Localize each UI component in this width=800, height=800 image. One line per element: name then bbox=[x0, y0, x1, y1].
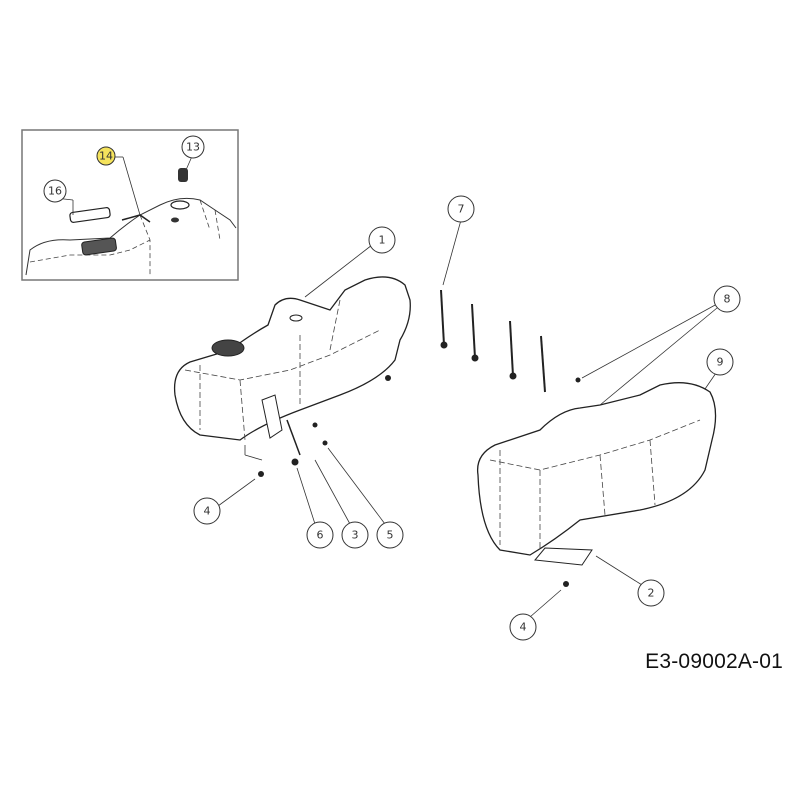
svg-text:9: 9 bbox=[717, 356, 724, 369]
svg-text:8: 8 bbox=[724, 293, 731, 306]
svg-text:13: 13 bbox=[186, 141, 200, 154]
svg-text:5: 5 bbox=[387, 529, 394, 542]
svg-text:3: 3 bbox=[352, 529, 359, 542]
svg-text:4: 4 bbox=[520, 621, 527, 634]
hardware bbox=[258, 422, 328, 477]
inset-detail bbox=[21, 129, 239, 281]
callout-7[interactable]: 7 bbox=[447, 195, 475, 223]
svg-text:6: 6 bbox=[317, 529, 324, 542]
callout-13[interactable]: 13 bbox=[181, 135, 205, 159]
rods-part-7 bbox=[440, 289, 546, 393]
callout-2[interactable]: 2 bbox=[637, 579, 665, 607]
svg-text:16: 16 bbox=[48, 185, 62, 198]
drawing-code: E3-09002A-01 bbox=[645, 650, 783, 673]
main-callouts: 1 7 8 9 4 6 3 5 2 4 bbox=[193, 195, 741, 641]
svg-text:7: 7 bbox=[458, 203, 465, 216]
tank-shield-part-9 bbox=[476, 377, 717, 587]
inset-callouts: 13 14 16 bbox=[43, 135, 205, 203]
callout-14-highlighted[interactable]: 14 bbox=[96, 146, 116, 166]
svg-text:4: 4 bbox=[204, 505, 211, 518]
svg-text:1: 1 bbox=[379, 234, 386, 247]
callout-3[interactable]: 3 bbox=[341, 521, 369, 549]
svg-text:14: 14 bbox=[99, 150, 113, 163]
callout-1[interactable]: 1 bbox=[368, 226, 396, 254]
callout-8[interactable]: 8 bbox=[713, 285, 741, 313]
fuel-tank-part-1 bbox=[173, 276, 411, 456]
callout-4-left[interactable]: 4 bbox=[193, 497, 221, 525]
callout-4-right[interactable]: 4 bbox=[509, 613, 537, 641]
callout-5[interactable]: 5 bbox=[376, 521, 404, 549]
svg-text:2: 2 bbox=[648, 587, 655, 600]
callout-9[interactable]: 9 bbox=[706, 348, 734, 376]
callout-6[interactable]: 6 bbox=[306, 521, 334, 549]
callout-16[interactable]: 16 bbox=[43, 179, 67, 203]
leader-lines bbox=[217, 219, 718, 618]
